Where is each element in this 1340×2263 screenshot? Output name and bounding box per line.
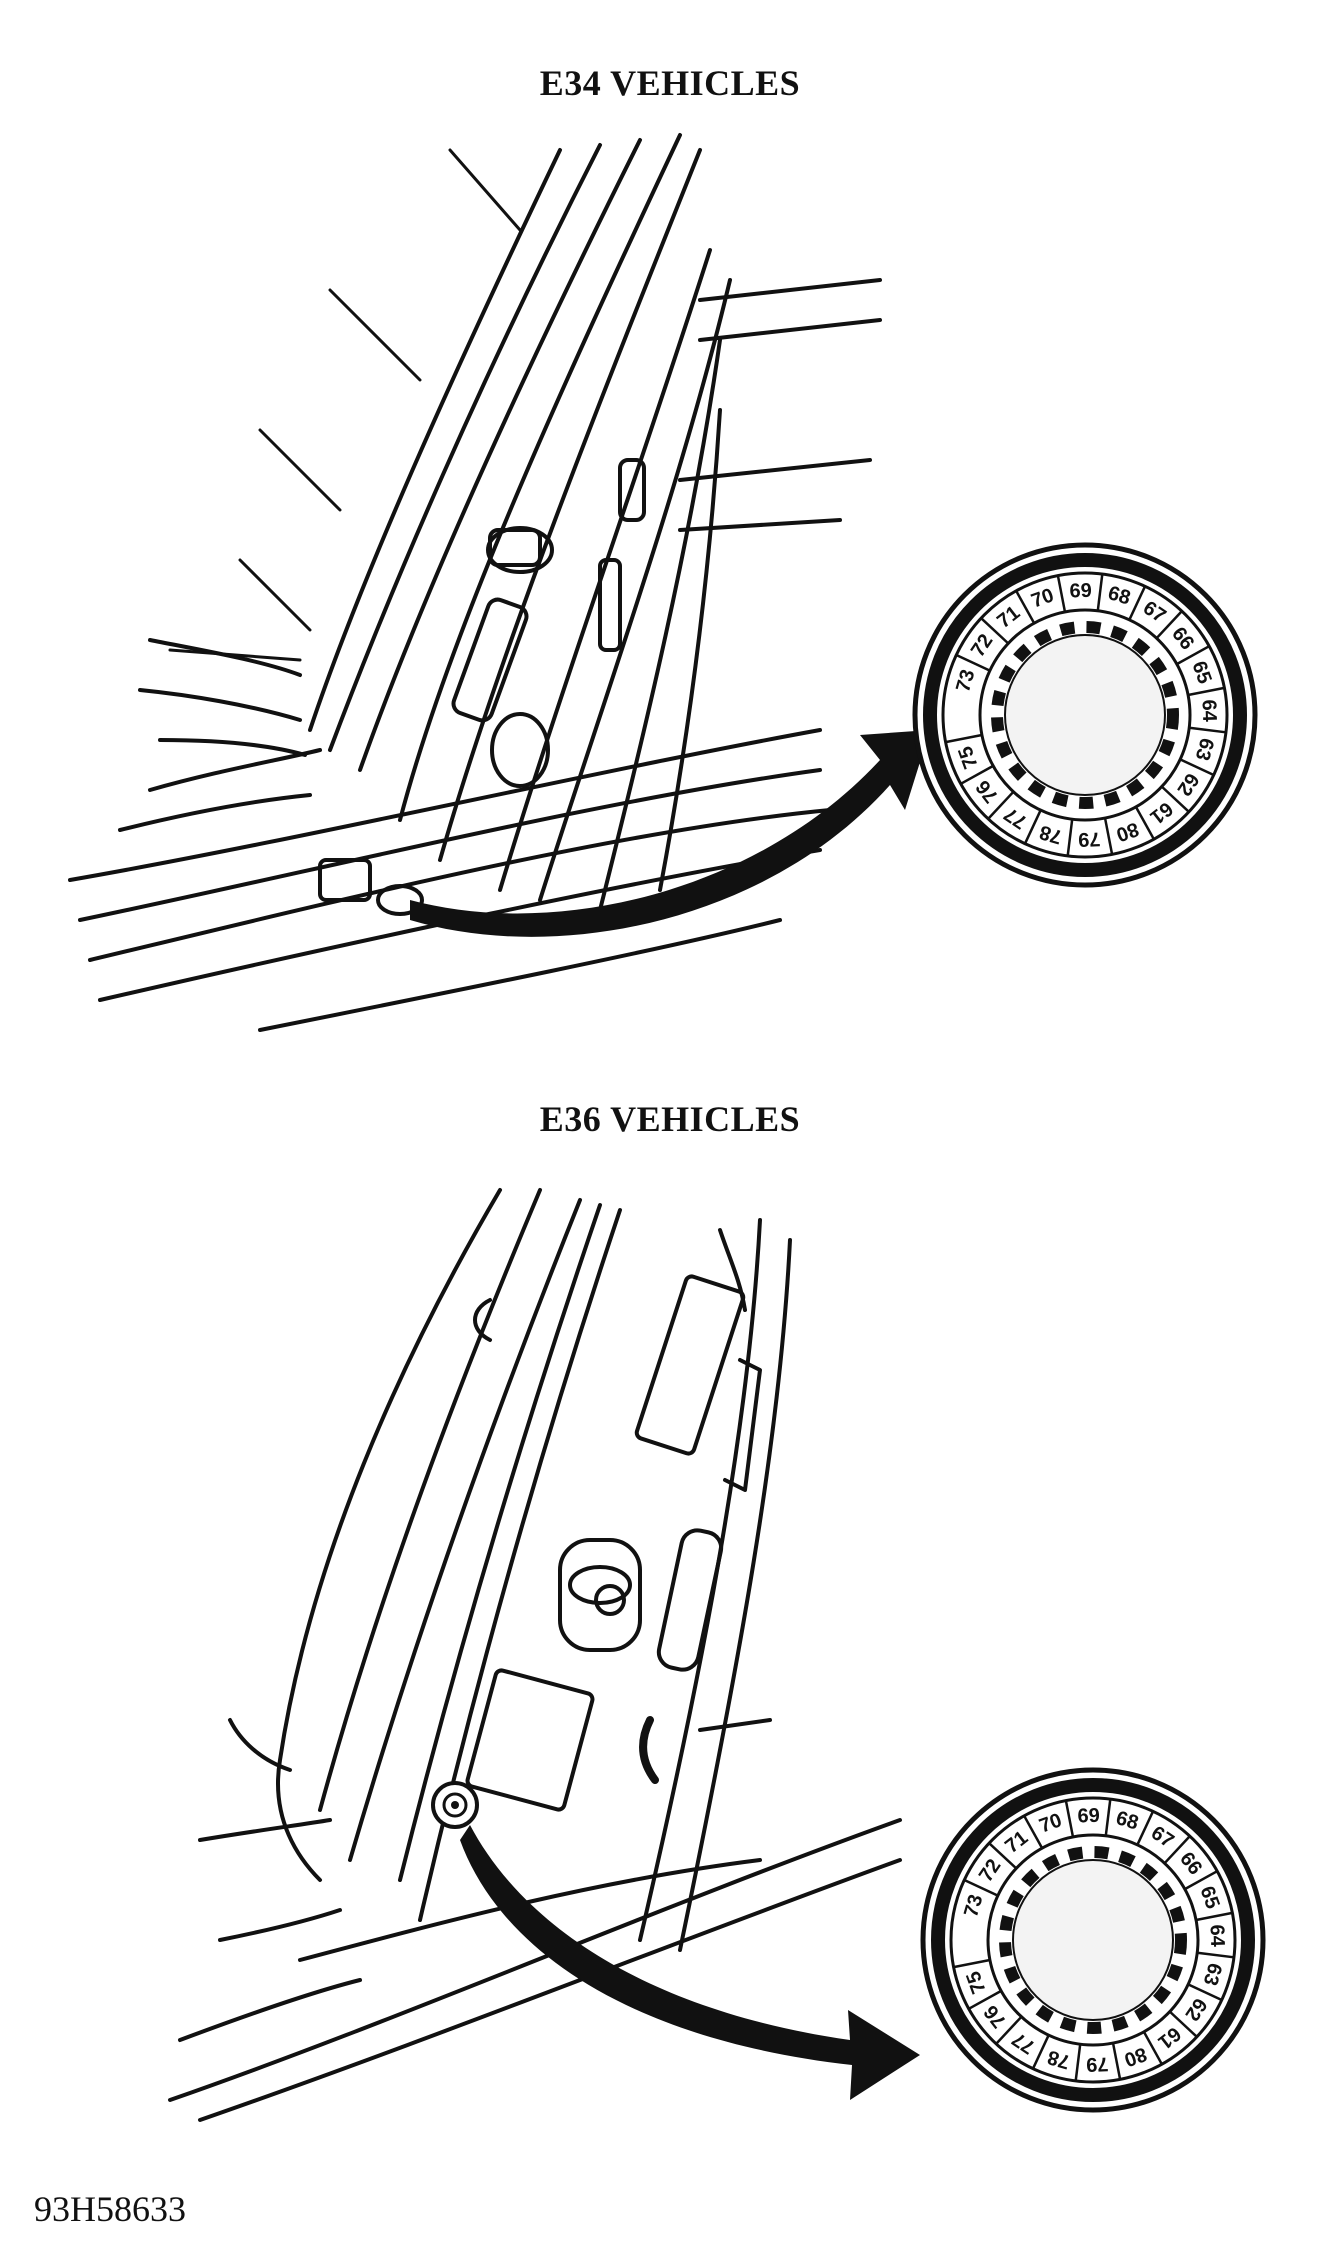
e36-sticker-location: [431, 1781, 479, 1829]
e34-disc-segments: [945, 573, 1227, 857]
disc-segment-divider: [953, 1958, 991, 1969]
e36-latch-parts: [465, 1274, 746, 1812]
disc-segment-divider: [1163, 1835, 1191, 1865]
disc-segment-divider: [1064, 1800, 1075, 1838]
disc-segment-divider: [960, 764, 994, 785]
disc-segment-divider: [1023, 1815, 1044, 1849]
disc-year-label: 64: [1206, 1924, 1229, 1948]
disc-segment-divider: [945, 733, 983, 744]
disc-segment-divider: [1142, 2031, 1163, 2065]
disc-segment-divider: [1184, 1870, 1218, 1891]
disc-segment-divider: [1134, 806, 1155, 840]
disc-segment-divider: [1179, 758, 1215, 777]
e36-pointer-arrow: [460, 1825, 920, 2100]
disc-segment-divider: [1031, 2034, 1050, 2070]
e34-latch-parts: [318, 458, 646, 916]
e36-disc-segments: [953, 1798, 1235, 2082]
disc-segment-divider: [995, 2015, 1023, 2045]
disc-segment-divider: [1023, 809, 1042, 845]
e36-heading: E36 VEHICLES: [539, 1099, 801, 1139]
disc-segment-divider: [968, 1989, 1002, 2010]
figure-code: 93H58633: [34, 2189, 186, 2229]
disc-segment-divider: [955, 653, 991, 672]
e34-pointer-arrow: [410, 730, 930, 937]
disc-year-label: 79: [1086, 2053, 1109, 2076]
disc-segment-divider: [1187, 1983, 1223, 2002]
disc-segment-divider: [1056, 575, 1067, 613]
disc-segment-divider: [1111, 2042, 1122, 2080]
disc-segment-divider: [1155, 610, 1183, 640]
disc-segment-divider: [987, 790, 1015, 820]
disc-year-label: 69: [1069, 580, 1092, 603]
disc-year-label: 69: [1077, 1805, 1100, 1828]
disc-segment-divider: [1160, 785, 1190, 813]
disc-year-label: 64: [1198, 699, 1221, 723]
disc-segment-divider: [1096, 573, 1104, 611]
disc-segment-divider: [1136, 1810, 1155, 1846]
disc-segment-divider: [1103, 817, 1114, 855]
e34-callout-lines: [168, 148, 522, 662]
disc-segment-divider: [1015, 590, 1036, 624]
disc-segment-divider: [1066, 819, 1074, 857]
disc-segment-divider: [1176, 645, 1210, 666]
disc-segment-divider: [1128, 585, 1147, 621]
disc-segment-divider: [980, 617, 1010, 645]
disc-segment-divider: [1187, 686, 1225, 697]
disc-segment-divider: [988, 1842, 1018, 1870]
disc-segment-divider: [1074, 2044, 1082, 2082]
disc-year-label: 79: [1078, 828, 1101, 851]
disc-segment-divider: [1195, 1911, 1233, 1922]
e36-pillar-lines: [168, 1188, 902, 2122]
disc-segment-divider: [1168, 2010, 1198, 2038]
e34-pillar-lines: [68, 133, 882, 1032]
disc-segment-divider: [1197, 1951, 1235, 1959]
disc-segment-divider: [1104, 1798, 1112, 1836]
e34-heading: E34 VEHICLES: [539, 63, 801, 103]
disc-segment-divider: [1189, 726, 1227, 734]
disc-segment-divider: [963, 1878, 999, 1897]
